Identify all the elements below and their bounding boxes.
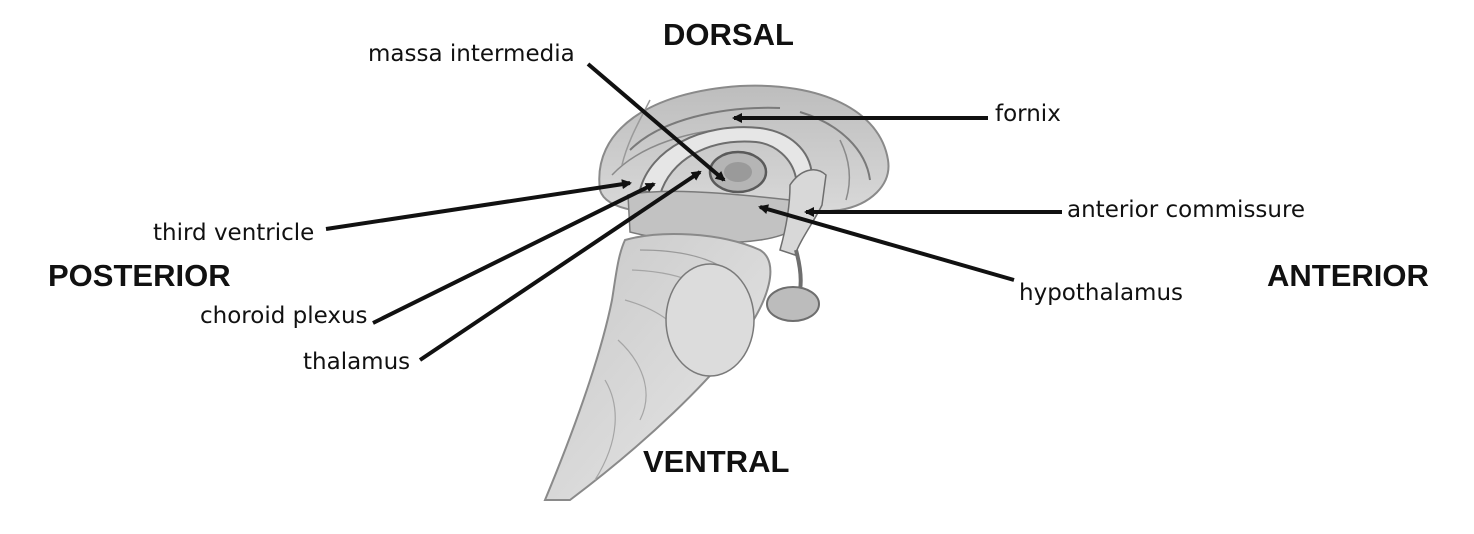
orientation-ventral-label: VENTRAL [643,444,790,479]
pituitary-shape [766,286,820,322]
fornix-label: fornix [995,101,1061,127]
brain-specimen-illustration [543,84,890,501]
third-ventricle-label: third ventricle [153,220,315,246]
thalamus-pointer [418,170,702,362]
thalamus-label: thalamus [303,349,411,375]
anterior-commissure-label: anterior commissure [1067,197,1306,223]
orientation-dorsal-label: DORSAL [663,17,794,52]
orientation-anterior-label: ANTERIOR [1267,258,1429,293]
hypothalamus-label: hypothalamus [1019,280,1183,306]
pointer-lines [325,62,1062,362]
third-ventricle-pointer [325,179,632,231]
choroid-plexus-label: choroid plexus [200,303,368,329]
massa-intermedia-pointer [586,62,726,182]
massa-intermedia-label: massa intermedia [368,41,575,67]
orientation-posterior-label: POSTERIOR [48,258,231,293]
pons-shape [665,263,755,377]
choroid-plexus-pointer [372,182,656,325]
hypothalamus-pointer [758,204,1015,282]
